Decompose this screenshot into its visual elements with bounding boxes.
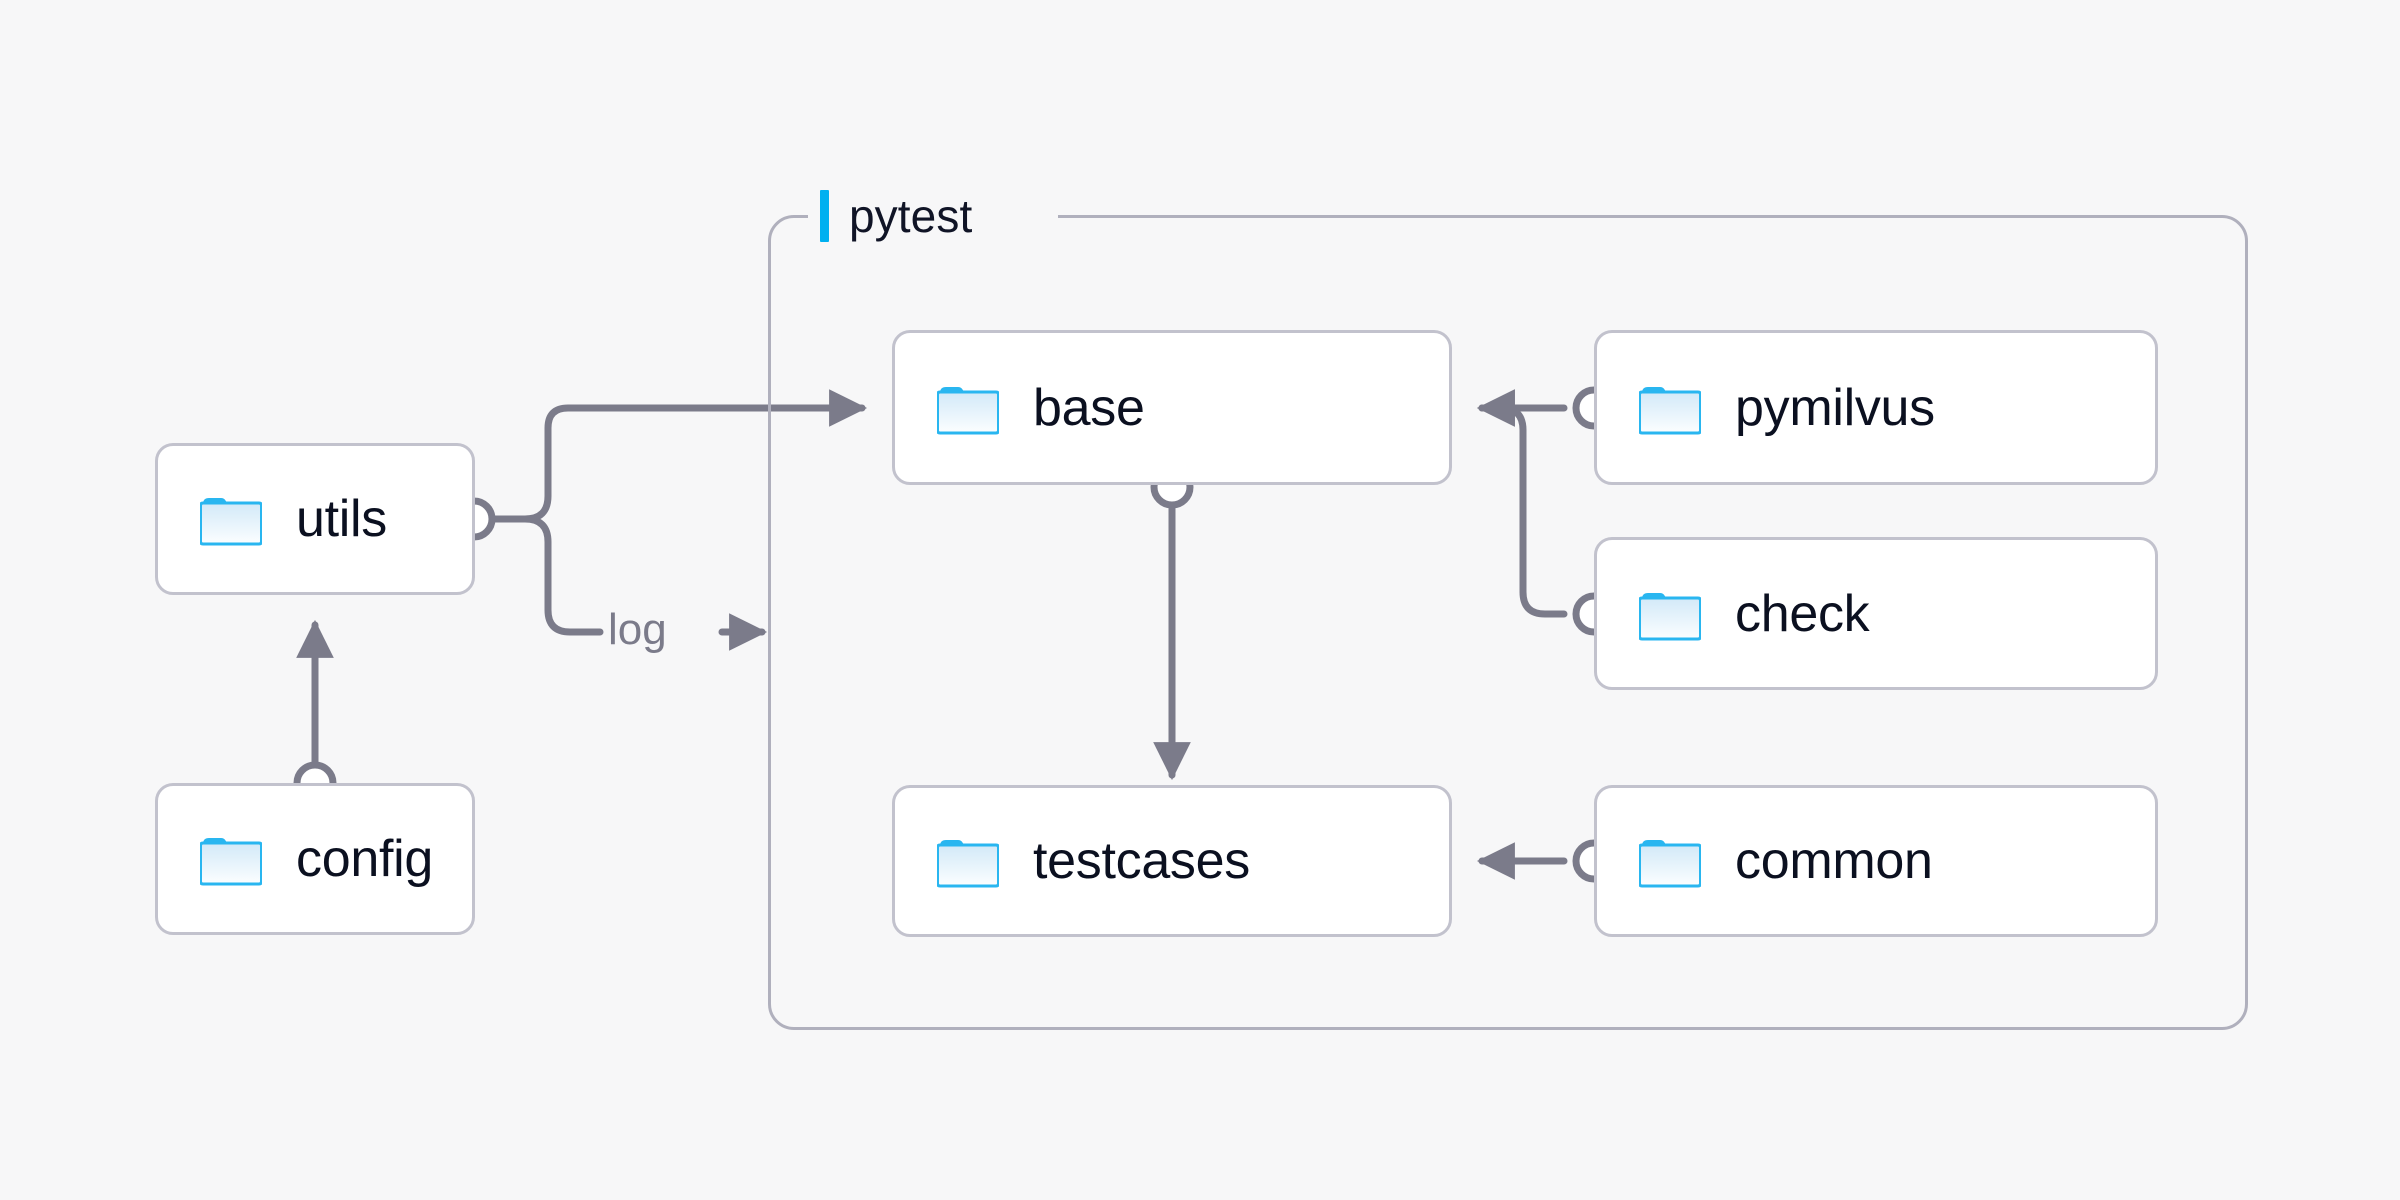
folder-icon <box>200 492 262 546</box>
group-title-text: pytest <box>849 190 973 242</box>
node-label: config <box>296 830 433 888</box>
node-label: pymilvus <box>1735 378 1935 437</box>
node-testcases[interactable]: testcases <box>892 785 1452 937</box>
folder-icon <box>937 381 999 435</box>
group-pytest-label: pytest <box>820 190 972 242</box>
folder-icon <box>200 832 262 886</box>
group-pytest <box>768 215 2248 1030</box>
edge-utils-to-log <box>488 515 604 636</box>
folder-icon <box>1639 834 1701 888</box>
folder-icon <box>1639 381 1701 435</box>
group-label-backdrop <box>808 200 1058 232</box>
edge-label-log: log <box>608 605 667 654</box>
node-label: check <box>1735 584 1870 643</box>
node-utils[interactable]: utils <box>155 443 475 595</box>
node-base[interactable]: base <box>892 330 1452 485</box>
node-label: utils <box>296 490 387 548</box>
folder-icon <box>1639 587 1701 641</box>
node-common[interactable]: common <box>1594 785 2158 937</box>
node-label: testcases <box>1033 832 1250 890</box>
node-pymilvus[interactable]: pymilvus <box>1594 330 2158 485</box>
node-label: base <box>1033 378 1145 437</box>
node-label: common <box>1735 832 1933 890</box>
folder-icon <box>937 834 999 888</box>
group-accent-bar <box>820 190 829 242</box>
node-config[interactable]: config <box>155 783 475 935</box>
node-check[interactable]: check <box>1594 537 2158 690</box>
